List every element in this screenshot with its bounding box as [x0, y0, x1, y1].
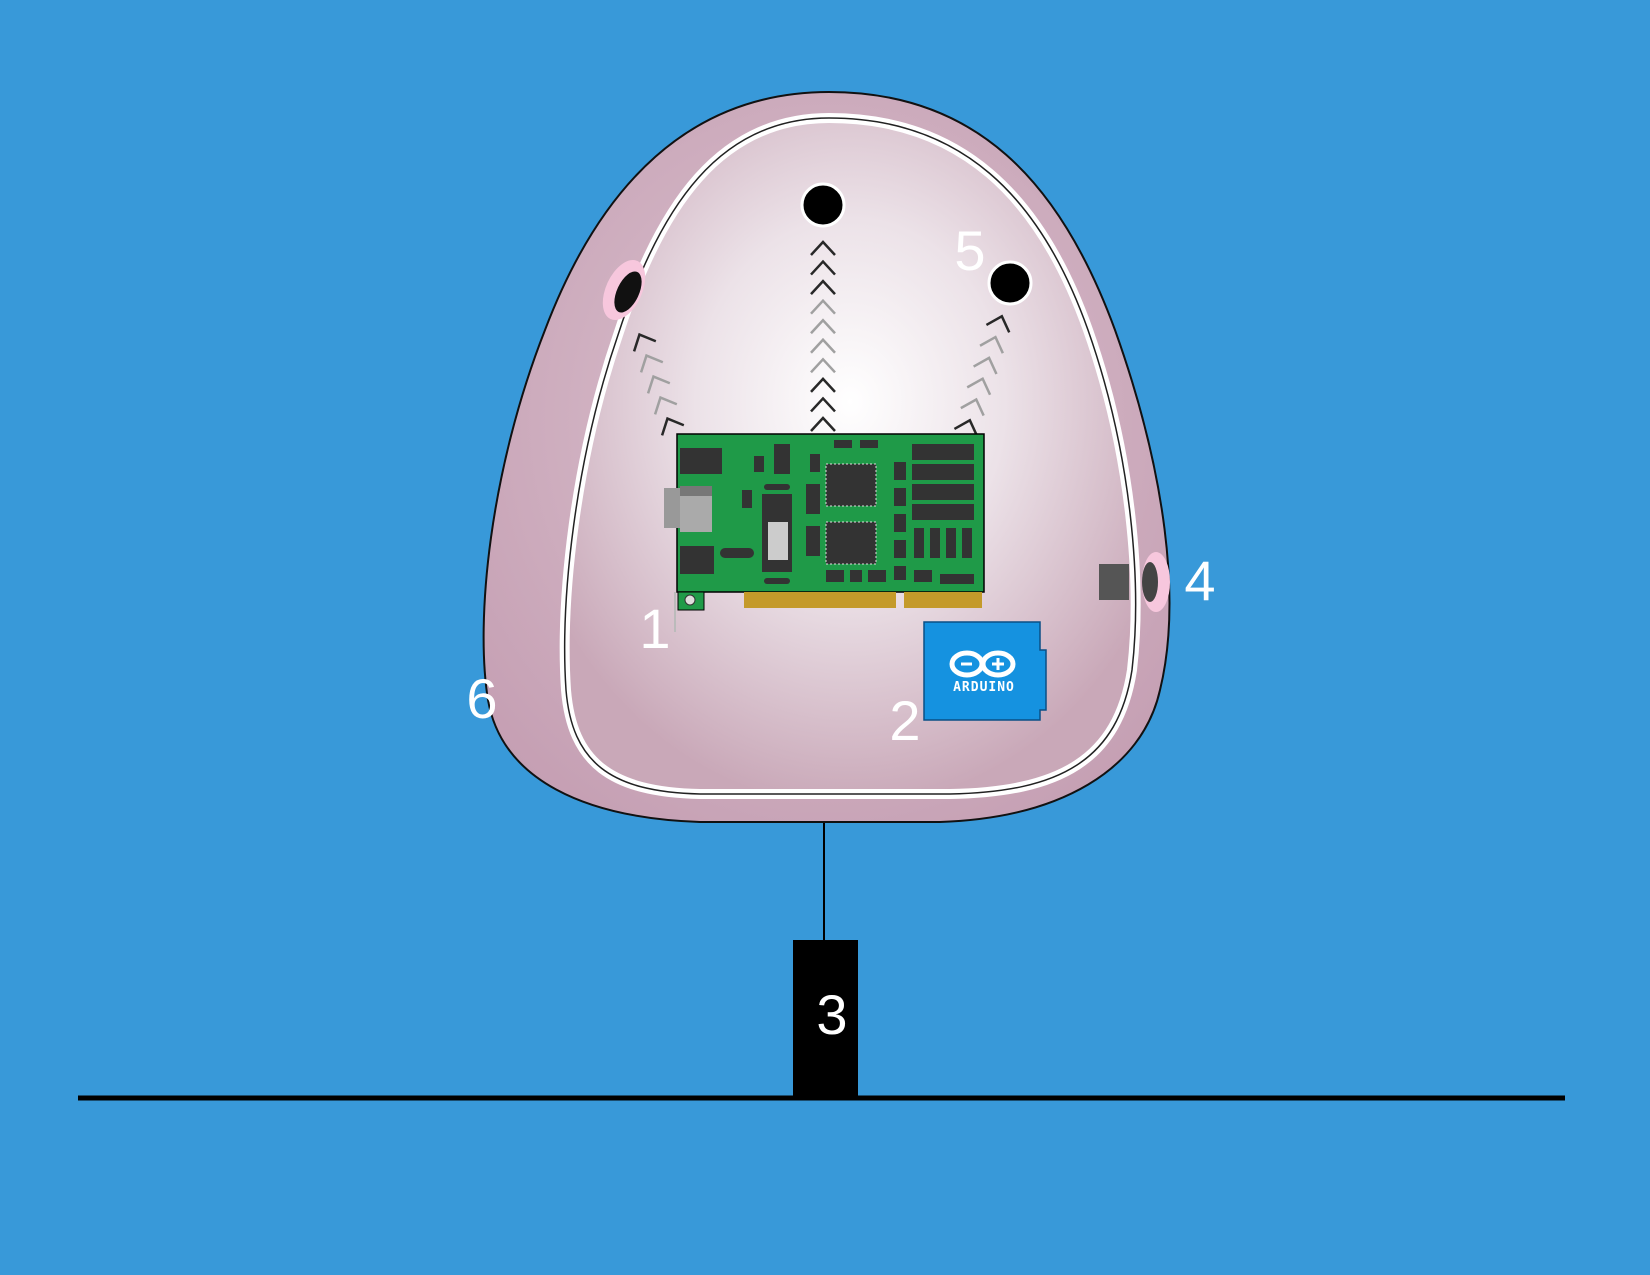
- chevron-up-icon: [985, 314, 1011, 333]
- label-1: 1: [639, 597, 670, 660]
- chevron-up-icon: [660, 416, 685, 436]
- sensor-dot-top-icon: [800, 182, 846, 228]
- chevron-up-icon: [653, 395, 678, 415]
- inner-chamber-edge: [563, 117, 1137, 795]
- chevron-up-icon: [979, 335, 1004, 354]
- pcb-card-icon: [664, 433, 985, 632]
- shell-port-left-icon: [602, 260, 646, 320]
- label-4: 4: [1184, 549, 1215, 612]
- chevron-up-icon: [966, 376, 992, 396]
- chevron-up-icon: [810, 337, 836, 354]
- connector-block-icon: [1099, 564, 1129, 600]
- chevron-up-icon: [810, 240, 836, 256]
- chevron-up-icon: [810, 377, 836, 393]
- chevron-up-icon: [953, 418, 979, 437]
- shell-port-right-icon: [1099, 552, 1170, 612]
- chevron-up-icon: [960, 397, 985, 417]
- infinity-logo-icon: [949, 650, 1016, 678]
- chevron-up-icon: [632, 332, 657, 352]
- arduino-board: ARDUINO: [923, 621, 1047, 721]
- label-2: 2: [889, 689, 920, 752]
- base-block-icon: 3: [793, 940, 858, 1098]
- chevron-up-icon: [646, 374, 671, 394]
- chevron-up-icon: [810, 279, 836, 295]
- chevron-up-icon: [810, 298, 836, 315]
- chevron-up-icon: [639, 353, 664, 373]
- chevron-up-icon: [810, 259, 836, 276]
- chevron-up-icon: [810, 416, 836, 432]
- sensor-dot-right-icon: [987, 260, 1033, 306]
- chevron-up-icon: [810, 396, 836, 413]
- chevron-up-icon: [810, 357, 836, 374]
- label-3: 3: [816, 983, 847, 1046]
- label-6: 6: [466, 667, 497, 730]
- arduino-logo-text: ARDUINO: [953, 680, 1015, 695]
- chevron-up-icon: [810, 318, 836, 335]
- label-5: 5: [954, 219, 985, 282]
- signal-arrows: [632, 240, 1011, 437]
- chevron-up-icon: [973, 356, 998, 375]
